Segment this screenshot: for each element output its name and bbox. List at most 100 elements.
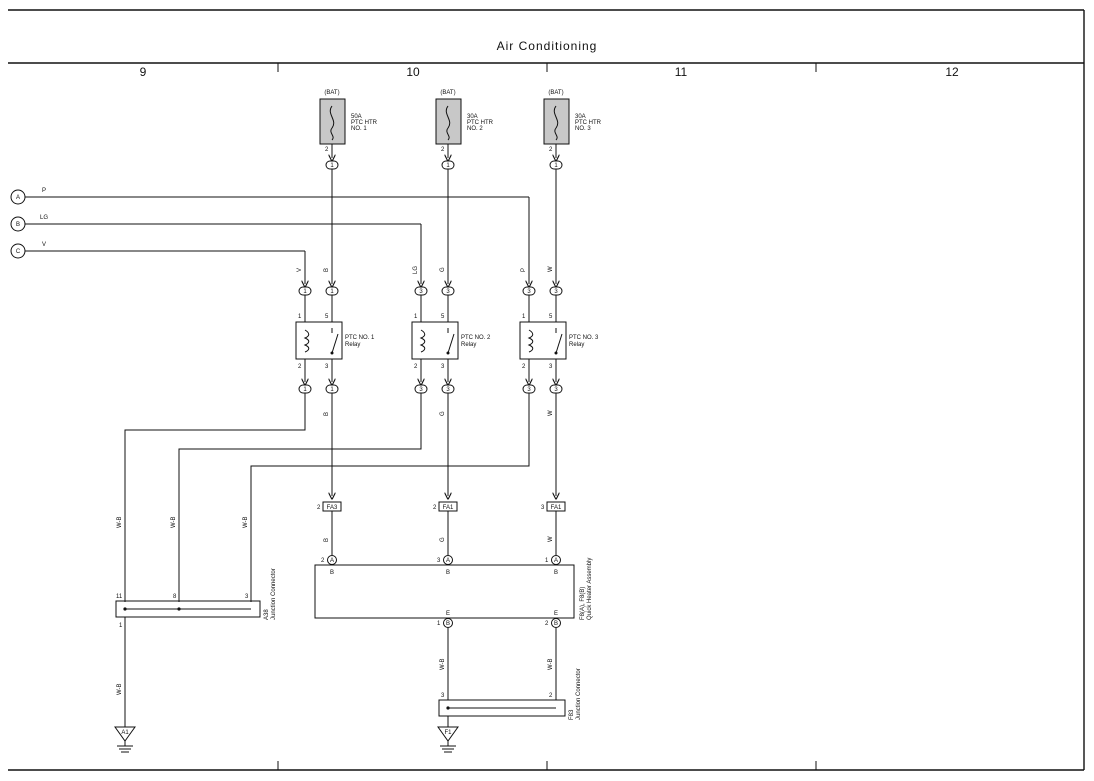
svg-text:FA1: FA1: [443, 505, 454, 511]
connector-fa1: 2 FA1: [433, 501, 458, 512]
svg-text:Junction Connector: Junction Connector: [576, 668, 582, 720]
svg-text:5: 5: [549, 314, 553, 320]
svg-text:A1: A1: [121, 730, 129, 736]
svg-text:F83: F83: [569, 709, 575, 720]
svg-text:B: B: [554, 570, 558, 576]
svg-text:2: 2: [441, 147, 445, 153]
ground-a1: A1: [114, 726, 136, 753]
svg-text:2: 2: [298, 364, 302, 370]
svg-text:(BAT): (BAT): [324, 90, 339, 96]
svg-text:1: 1: [545, 558, 549, 564]
svg-text:(BAT): (BAT): [440, 90, 455, 96]
svg-text:FA1: FA1: [551, 505, 562, 511]
svg-text:3: 3: [419, 289, 423, 295]
svg-text:1: 1: [437, 621, 441, 627]
fuse-ptc-htr-no1: (BAT) 50A PTC HTR NO. 1 2 1: [319, 90, 378, 170]
svg-text:2: 2: [317, 505, 321, 511]
relay-ptc-no2: 3 3 1 5 PTC NO. 2 Relay 2 3 3 3: [411, 286, 491, 394]
wire-color-label: B: [324, 538, 330, 542]
svg-text:A: A: [446, 558, 450, 564]
svg-text:Relay: Relay: [345, 342, 360, 348]
svg-text:2: 2: [433, 505, 437, 511]
svg-text:PTC NO. 1: PTC NO. 1: [345, 335, 375, 341]
svg-text:3: 3: [441, 364, 445, 370]
wire-color-label: P: [42, 188, 46, 194]
heater-ground-wires: [447, 628, 557, 700]
svg-text:B: B: [16, 222, 20, 228]
svg-text:3: 3: [446, 289, 450, 295]
column-number: 10: [406, 65, 420, 79]
connector-fa3: 2 FA3: [317, 501, 342, 512]
connector-fa1: 3 FA1: [541, 501, 566, 512]
ground-f1: F1: [437, 726, 459, 753]
wire-color-label: LG: [40, 215, 48, 221]
svg-text:2: 2: [321, 558, 325, 564]
svg-text:3: 3: [419, 387, 423, 393]
svg-text:1: 1: [119, 623, 123, 629]
signal-a: A P: [10, 188, 529, 205]
svg-text:F8(A), F8(B): F8(A), F8(B): [580, 587, 586, 620]
column-number: 11: [675, 65, 688, 79]
svg-text:3: 3: [527, 387, 531, 393]
svg-text:PTC HTR: PTC HTR: [351, 120, 378, 126]
wire-color-label: V: [42, 242, 46, 248]
svg-text:5: 5: [441, 314, 445, 320]
svg-text:PTC HTR: PTC HTR: [575, 120, 602, 126]
relay-output-wires: [332, 393, 556, 496]
svg-text:B: B: [330, 570, 334, 576]
svg-text:3: 3: [437, 558, 441, 564]
svg-text:3: 3: [549, 364, 553, 370]
svg-text:NO. 1: NO. 1: [351, 126, 367, 132]
svg-text:1: 1: [554, 163, 558, 169]
svg-text:11: 11: [116, 594, 123, 600]
svg-text:1: 1: [298, 314, 302, 320]
svg-text:2: 2: [325, 147, 329, 153]
svg-text:3: 3: [554, 289, 558, 295]
svg-text:3: 3: [446, 387, 450, 393]
svg-text:1: 1: [330, 289, 334, 295]
svg-text:B: B: [446, 621, 450, 627]
svg-text:F1: F1: [444, 730, 452, 736]
svg-text:FA3: FA3: [327, 505, 338, 511]
svg-text:A: A: [16, 195, 20, 201]
junction-connector-f83: 3 2 F83 Junction Connector: [438, 668, 582, 720]
svg-text:3: 3: [325, 364, 329, 370]
wire-color-label: W-B: [440, 658, 446, 670]
wire-color-label: W-B: [243, 516, 249, 528]
svg-text:50A: 50A: [351, 114, 362, 120]
column-number: 9: [140, 65, 147, 79]
svg-text:(BAT): (BAT): [548, 90, 563, 96]
wire-color-label: W-B: [117, 683, 123, 695]
svg-text:B: B: [554, 621, 558, 627]
svg-text:1: 1: [303, 289, 307, 295]
svg-text:NO. 3: NO. 3: [575, 126, 591, 132]
svg-text:E: E: [446, 611, 450, 617]
wire-color-label: G: [440, 267, 446, 272]
wire-color-label: P: [521, 268, 527, 272]
fuse-ptc-htr-no3: (BAT) 30A PTC HTR NO. 3 2 1: [543, 90, 602, 170]
svg-text:1: 1: [330, 163, 334, 169]
svg-text:Relay: Relay: [569, 342, 584, 348]
svg-text:PTC NO. 3: PTC NO. 3: [569, 335, 599, 341]
signal-c: C V: [10, 242, 305, 259]
page-frame: [8, 9, 1085, 771]
signal-b: B LG: [10, 215, 421, 232]
wire-color-label: W-B: [548, 658, 554, 670]
svg-text:NO. 2: NO. 2: [467, 126, 483, 132]
wire-color-label: W: [548, 266, 554, 272]
svg-text:2: 2: [545, 621, 549, 627]
svg-text:3: 3: [541, 505, 545, 511]
svg-text:2: 2: [549, 147, 553, 153]
svg-text:2: 2: [414, 364, 418, 370]
svg-text:1: 1: [330, 387, 334, 393]
wire-color-label: LG: [413, 266, 419, 274]
svg-text:Quick Heater Assembly: Quick Heater Assembly: [587, 558, 593, 620]
wire-color-label: B: [324, 412, 330, 416]
svg-text:3: 3: [554, 387, 558, 393]
svg-text:3: 3: [441, 693, 445, 699]
svg-text:2: 2: [549, 693, 553, 699]
svg-text:A: A: [554, 558, 558, 564]
wire-color-label: V: [297, 268, 303, 272]
svg-text:8: 8: [173, 594, 177, 600]
